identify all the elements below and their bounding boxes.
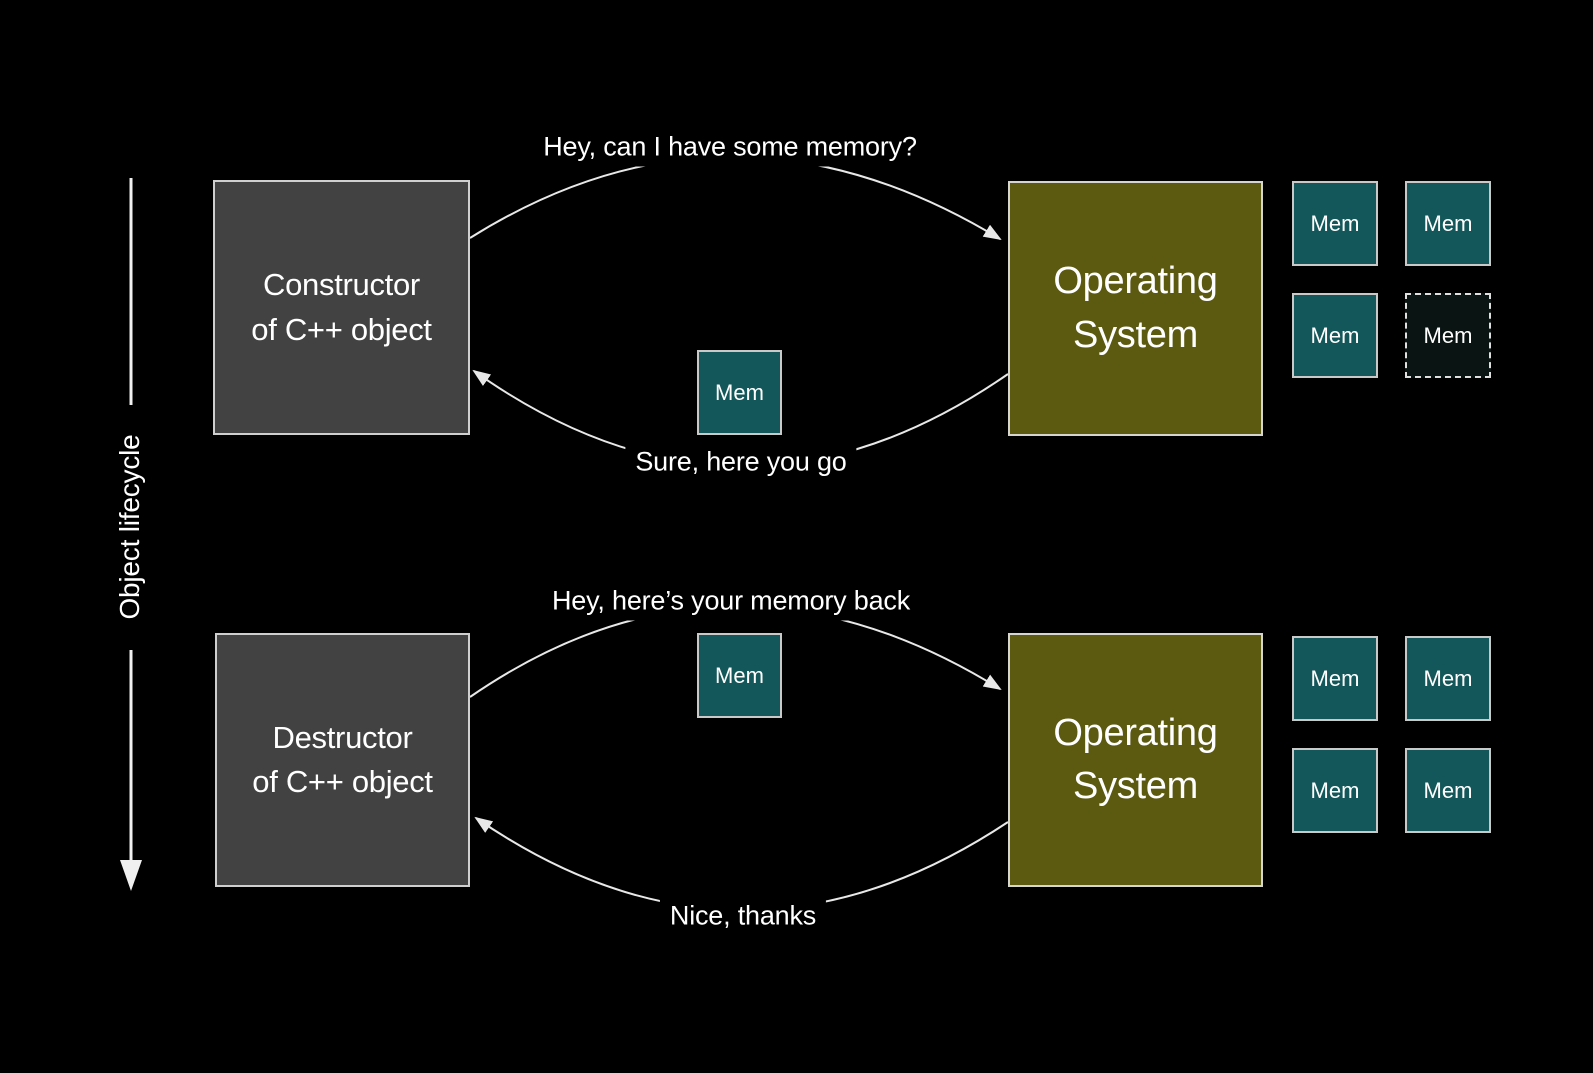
destructor-box-label: Destructor of C++ object xyxy=(252,716,433,804)
mem-pool-top-cell-2: Mem xyxy=(1405,181,1491,266)
mem-pool-top-cell-1: Mem xyxy=(1292,181,1378,266)
mem-pool-bottom-cell-4: Mem xyxy=(1405,748,1491,833)
thanks-label: Nice, thanks xyxy=(659,896,827,936)
mem-pool-bottom-cell-1: Mem xyxy=(1292,636,1378,721)
os-box-top-label: Operating System xyxy=(1053,255,1217,361)
lifecycle-arrowhead-icon xyxy=(120,860,142,891)
os-box-top: Operating System xyxy=(1008,181,1263,436)
mem-pool-top-cell-3: Mem xyxy=(1292,293,1378,378)
destructor-label-line1: Destructor xyxy=(272,719,413,755)
mem-pool-top-cell-4-lent-out: Mem xyxy=(1405,293,1491,378)
mem-label: Mem xyxy=(715,662,764,688)
os-bottom-label-line2: System xyxy=(1073,765,1198,807)
mem-label: Mem xyxy=(1310,777,1360,803)
mem-label: Mem xyxy=(1310,210,1360,236)
os-box-bottom: Operating System xyxy=(1008,633,1263,887)
os-top-label-line1: Operating xyxy=(1053,260,1218,303)
os-box-bottom-label: Operating System xyxy=(1053,707,1217,813)
request-memory-arrow xyxy=(469,155,1002,241)
mem-label: Mem xyxy=(1310,322,1360,348)
destructor-box: Destructor of C++ object xyxy=(215,633,470,887)
mem-label: Mem xyxy=(715,379,764,405)
lifecycle-axis-label: Object lifecycle xyxy=(114,434,145,620)
os-top-label-line2: System xyxy=(1073,313,1198,356)
mem-label: Mem xyxy=(1423,665,1473,691)
mem-label: Mem xyxy=(1310,665,1360,691)
grant-memory-label: Sure, here you go xyxy=(625,442,857,482)
constructor-box-label: Constructor of C++ object xyxy=(251,263,432,351)
moving-mem-block-top: Mem xyxy=(697,350,782,435)
mem-label: Mem xyxy=(1423,322,1473,348)
constructor-label-line2: of C++ object xyxy=(251,311,432,347)
moving-mem-block-bottom: Mem xyxy=(697,633,782,718)
mem-pool-bottom-cell-3: Mem xyxy=(1292,748,1378,833)
return-memory-label: Hey, here’s your memory back xyxy=(541,581,921,621)
request-memory-label: Hey, can I have some memory? xyxy=(533,127,927,167)
os-bottom-label-line1: Operating xyxy=(1053,711,1218,754)
destructor-label-line2: of C++ object xyxy=(252,764,433,799)
constructor-box: Constructor of C++ object xyxy=(213,180,470,435)
constructor-label-line1: Constructor xyxy=(263,267,420,303)
mem-label: Mem xyxy=(1423,210,1473,236)
mem-label: Mem xyxy=(1423,777,1473,803)
mem-pool-bottom-cell-2: Mem xyxy=(1405,636,1491,721)
